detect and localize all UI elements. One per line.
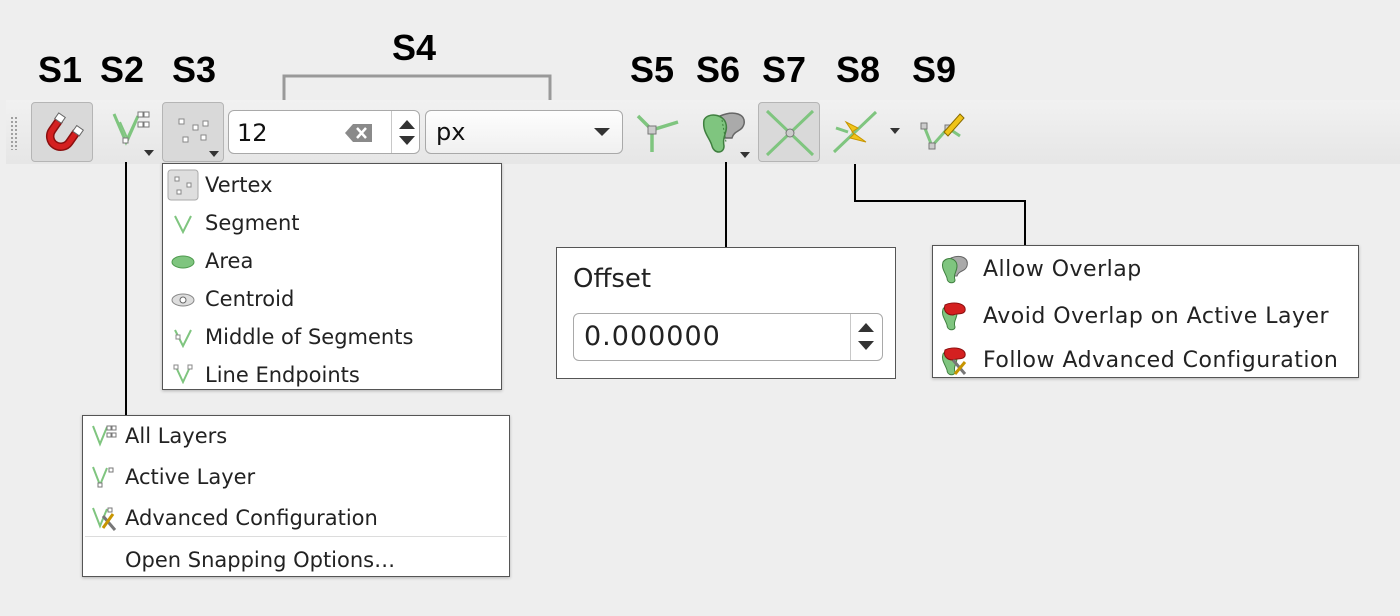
menu-item-follow-advanced[interactable]: Follow Advanced Configuration <box>933 344 1358 382</box>
snap-intersection-icon <box>765 109 815 157</box>
active-layer-icon <box>92 466 114 488</box>
tolerance-units-select[interactable]: px <box>425 110 623 154</box>
menu-item-avoid-overlap[interactable]: Avoid Overlap on Active Layer <box>933 297 1358 335</box>
chevron-down-icon <box>740 152 750 158</box>
spin-divider <box>391 111 392 153</box>
menu-item-label: Vertex <box>205 173 273 197</box>
label-s9: S9 <box>912 49 957 90</box>
clear-icon[interactable] <box>345 123 373 143</box>
units-value: px <box>436 118 466 146</box>
snapping-layers-button[interactable] <box>100 102 162 162</box>
menu-item-line-endpoints[interactable]: Line Endpoints <box>163 356 501 394</box>
snapping-layers-icon <box>112 111 150 146</box>
topological-editing-button[interactable] <box>628 102 690 162</box>
tolerance-input[interactable] <box>235 117 349 149</box>
menu-item-label: Middle of Segments <box>205 325 414 349</box>
connector-s2 <box>125 162 127 416</box>
snap-type-vertex-icon <box>178 118 209 143</box>
menu-item-label: Advanced Configuration <box>125 506 378 530</box>
connector-s6 <box>725 162 727 248</box>
menu-item-centroid[interactable]: Centroid <box>163 280 501 318</box>
avoid-overlap-button[interactable] <box>694 102 756 162</box>
snap-type-menu: Vertex Segment Area Centroid Middle of S… <box>162 163 502 390</box>
toolbar-grip[interactable] <box>10 116 18 150</box>
offset-spinbox[interactable]: 0.000000 <box>573 313 883 361</box>
chevron-down-icon <box>890 128 900 134</box>
chevron-down-icon <box>594 128 610 136</box>
chevron-down-icon <box>209 151 219 157</box>
label-s3: S3 <box>172 49 217 90</box>
menu-item-label: Line Endpoints <box>205 363 360 387</box>
line-endpoints-icon <box>173 364 193 384</box>
magnet-icon <box>45 112 85 151</box>
centroid-icon <box>171 293 195 307</box>
snap-type-button[interactable] <box>162 102 224 162</box>
label-s7: S7 <box>762 49 807 90</box>
enable-snapping-button[interactable] <box>31 102 93 162</box>
middle-segment-icon <box>174 329 192 348</box>
menu-item-label: Follow Advanced Configuration <box>983 348 1339 373</box>
menu-item-all-layers[interactable]: All Layers <box>83 418 509 456</box>
menu-item-label: Active Layer <box>125 465 256 489</box>
menu-separator <box>85 536 507 537</box>
menu-item-label: Allow Overlap <box>983 257 1142 282</box>
menu-item-label: Avoid Overlap on Active Layer <box>983 304 1330 329</box>
label-s1: S1 <box>38 49 83 90</box>
menu-item-label: Centroid <box>205 287 295 311</box>
menu-item-label: All Layers <box>125 424 228 448</box>
menu-item-label: Segment <box>205 211 300 235</box>
area-icon <box>171 255 195 269</box>
advanced-config-icon <box>92 507 117 531</box>
avoid-overlap-icon <box>942 302 966 331</box>
menu-item-middle-of-segments[interactable]: Middle of Segments <box>163 318 501 356</box>
spin-up-icon[interactable] <box>858 323 874 332</box>
overlap-mode-icon <box>702 112 745 153</box>
tolerance-spinbox[interactable] <box>228 110 420 154</box>
tracing-icon <box>920 113 965 150</box>
offset-panel: Offset 0.000000 <box>556 247 896 379</box>
label-s6: S6 <box>696 49 741 90</box>
menu-item-area[interactable]: Area <box>163 242 501 280</box>
label-s5: S5 <box>630 49 675 90</box>
follow-advanced-icon <box>942 347 967 376</box>
menu-item-open-snapping-options[interactable]: Open Snapping Options… <box>83 544 509 582</box>
allow-overlap-icon <box>942 255 968 284</box>
spin-up-icon[interactable] <box>399 120 415 129</box>
snapping-layers-menu: All Layers Active Layer Advanced Configu… <box>82 415 510 577</box>
all-layers-icon <box>92 425 117 447</box>
topological-editing-icon <box>636 114 679 152</box>
segment-icon <box>174 215 192 234</box>
spin-down-icon[interactable] <box>399 136 415 145</box>
connector-s8-a <box>854 164 856 202</box>
vertex-icon <box>167 169 199 201</box>
label-s2: S2 <box>100 49 145 90</box>
spin-divider <box>850 314 851 360</box>
menu-item-segment[interactable]: Segment <box>163 204 501 242</box>
menu-item-label: Open Snapping Options… <box>125 548 396 572</box>
label-s8: S8 <box>836 49 881 90</box>
connector-s8-b <box>854 200 1026 202</box>
offset-value[interactable]: 0.000000 <box>584 321 721 352</box>
menu-item-label: Area <box>205 249 254 273</box>
chevron-down-icon <box>144 150 154 156</box>
menu-item-advanced-configuration[interactable]: Advanced Configuration <box>83 500 509 538</box>
snap-intersection-button[interactable] <box>758 102 820 162</box>
s4-bracket <box>282 74 552 104</box>
tracing-button[interactable] <box>912 102 974 162</box>
self-snapping-button[interactable] <box>826 102 910 162</box>
menu-item-active-layer[interactable]: Active Layer <box>83 459 509 497</box>
label-s4: S4 <box>392 27 437 68</box>
self-snapping-icon <box>832 110 878 154</box>
menu-item-allow-overlap[interactable]: Allow Overlap <box>933 250 1358 288</box>
offset-title: Offset <box>573 264 652 294</box>
spin-down-icon[interactable] <box>858 341 874 350</box>
menu-item-vertex[interactable]: Vertex <box>163 166 501 204</box>
connector-s8-c <box>1024 200 1026 246</box>
overlap-menu: Allow Overlap Avoid Overlap on Active La… <box>932 245 1359 378</box>
